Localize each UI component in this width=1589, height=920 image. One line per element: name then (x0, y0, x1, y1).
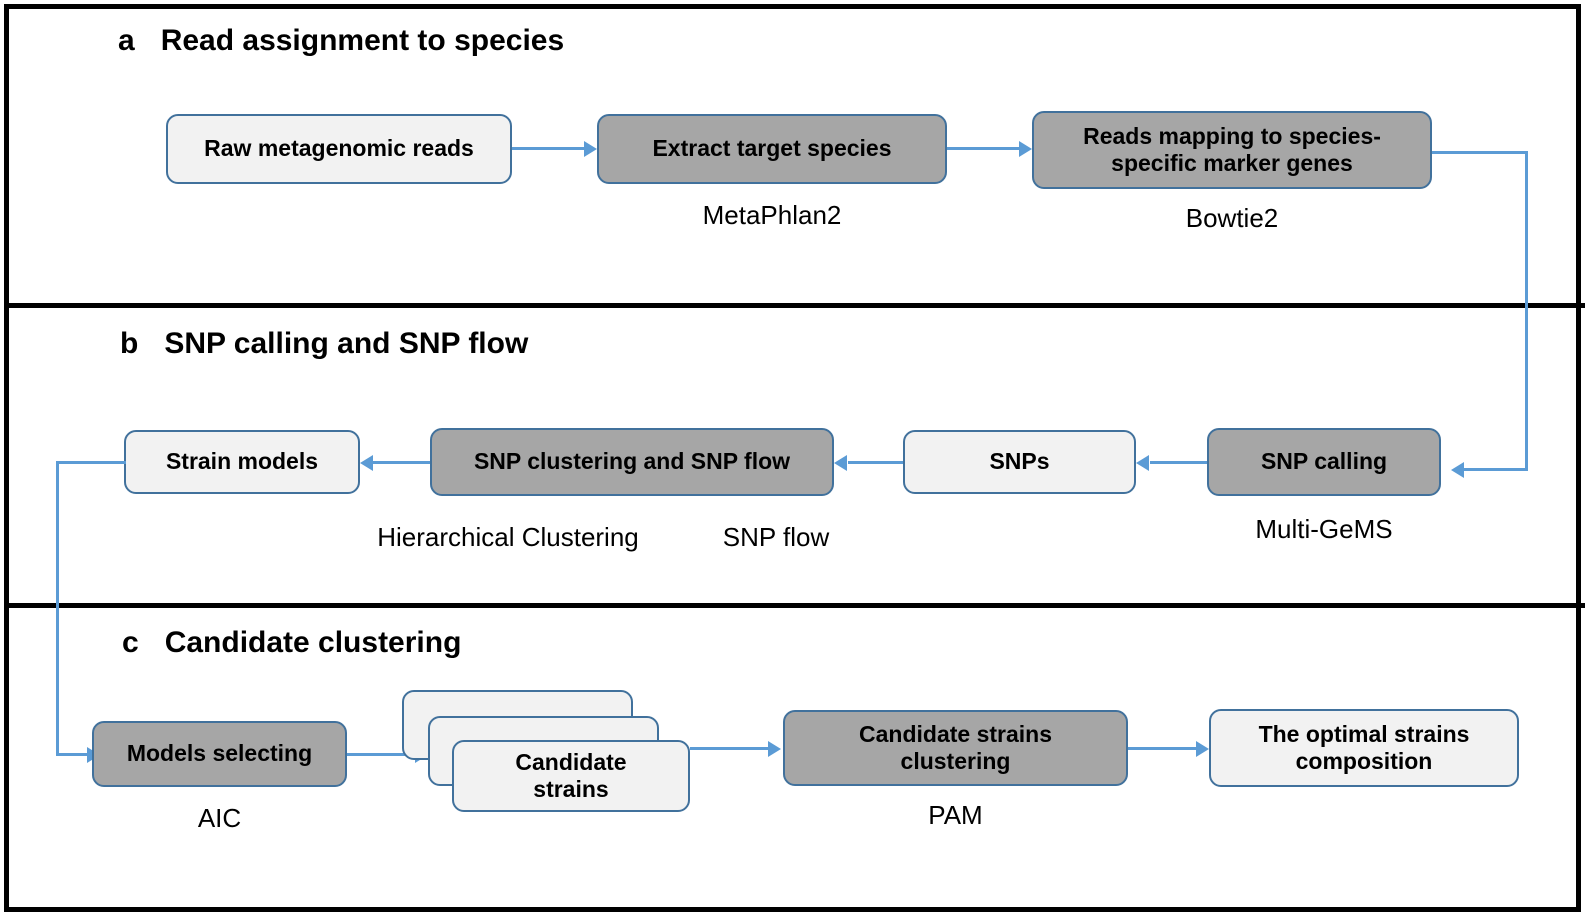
panel-divider-a-b (4, 303, 1585, 308)
node-optimal-strains-composition[interactable]: The optimal strains composition (1209, 709, 1519, 787)
node-snp-calling-label: SNP calling (1260, 448, 1388, 475)
node-reads-mapping-line2: specific marker genes (1111, 150, 1353, 176)
node-candidate-strains-clustering-line2: clustering (900, 748, 1011, 774)
connector-a-to-b-vertical (1525, 151, 1528, 471)
node-snps-label: SNPs (989, 448, 1050, 475)
connector-a-to-b-bottom (1464, 468, 1528, 471)
arrowhead-extract-to-mapping (1019, 141, 1032, 157)
caption-aic: AIC (197, 803, 242, 833)
node-models-selecting-label: Models selecting (126, 740, 313, 767)
panel-c-header: c Candidate clustering (122, 626, 461, 660)
connector-snps-to-clustering (848, 461, 904, 464)
arrowhead-a-to-b (1451, 462, 1464, 478)
node-extract-target-species[interactable]: Extract target species (597, 114, 947, 184)
node-raw-metagenomic-reads-label: Raw metagenomic reads (204, 135, 474, 162)
node-models-selecting[interactable]: Models selecting (92, 721, 347, 787)
node-snp-calling[interactable]: SNP calling (1207, 428, 1441, 496)
panel-divider-b-c (4, 603, 1585, 608)
caption-pam: PAM (928, 800, 983, 830)
panel-c-title: Candidate clustering (164, 626, 462, 659)
node-candidate-strains-clustering[interactable]: Candidate strains clustering (783, 710, 1128, 786)
caption-metaphlan2: MetaPhlan2 (702, 200, 842, 230)
caption-hierarchical-clustering: Hierarchical Clustering (377, 522, 639, 552)
connector-raw-to-extract (512, 147, 584, 150)
connector-models-to-candidates (347, 753, 415, 756)
panel-a-letter: a (118, 24, 135, 57)
caption-multi-gems: Multi-GeMS (1255, 514, 1393, 544)
arrowhead-candidates-to-clustering (768, 741, 781, 757)
node-snp-clustering-label: SNP clustering and SNP flow (473, 448, 791, 475)
panel-c-letter: c (122, 626, 139, 659)
node-optimal-strains-line2: composition (1295, 748, 1433, 774)
arrowhead-snps-to-clustering (834, 455, 847, 471)
node-optimal-strains-line1: The optimal strains (1258, 720, 1470, 747)
connector-clustering-to-strainmodels (373, 461, 430, 464)
connector-snpcalling-to-snps (1150, 461, 1208, 464)
connector-extract-to-mapping (947, 147, 1019, 150)
arrowhead-clustering-to-strainmodels (360, 455, 373, 471)
panel-b-header: b SNP calling and SNP flow (120, 327, 528, 361)
node-reads-mapping-marker-genes[interactable]: Reads mapping to species- specific marke… (1032, 111, 1432, 189)
panel-b-title: SNP calling and SNP flow (164, 327, 529, 360)
connector-b-to-c-vertical (56, 461, 59, 756)
node-extract-target-species-label: Extract target species (652, 135, 892, 162)
node-strain-models-label: Strain models (165, 448, 319, 475)
connector-b-to-c-bottom (56, 753, 90, 756)
node-candidate-strains-line2: strains (533, 776, 609, 802)
panel-a-title: Read assignment to species (160, 24, 565, 57)
connector-a-to-b-top (1432, 151, 1528, 154)
node-candidate-strains-clustering-line1: Candidate strains (859, 720, 1052, 747)
node-strain-models[interactable]: Strain models (124, 430, 360, 494)
node-candidate-strains[interactable]: Candidate strains (452, 740, 690, 812)
caption-snp-flow: SNP flow (722, 522, 830, 552)
node-candidate-strains-line1: Candidate (515, 748, 627, 775)
figure-outer-frame (4, 4, 1581, 912)
arrowhead-raw-to-extract (584, 141, 597, 157)
connector-b-to-c-top (56, 461, 126, 464)
caption-bowtie2: Bowtie2 (1185, 203, 1279, 233)
arrowhead-snpcalling-to-snps (1136, 455, 1149, 471)
connector-clustering-to-optimal (1128, 747, 1196, 750)
panel-b-letter: b (120, 327, 139, 360)
node-reads-mapping-line1: Reads mapping to species- (1083, 122, 1381, 149)
panel-a-header: a Read assignment to species (118, 24, 564, 58)
arrowhead-clustering-to-optimal (1196, 741, 1209, 757)
connector-candidates-to-clustering (690, 747, 768, 750)
node-snps[interactable]: SNPs (903, 430, 1136, 494)
node-raw-metagenomic-reads[interactable]: Raw metagenomic reads (166, 114, 512, 184)
node-snp-clustering-and-snp-flow[interactable]: SNP clustering and SNP flow (430, 428, 834, 496)
